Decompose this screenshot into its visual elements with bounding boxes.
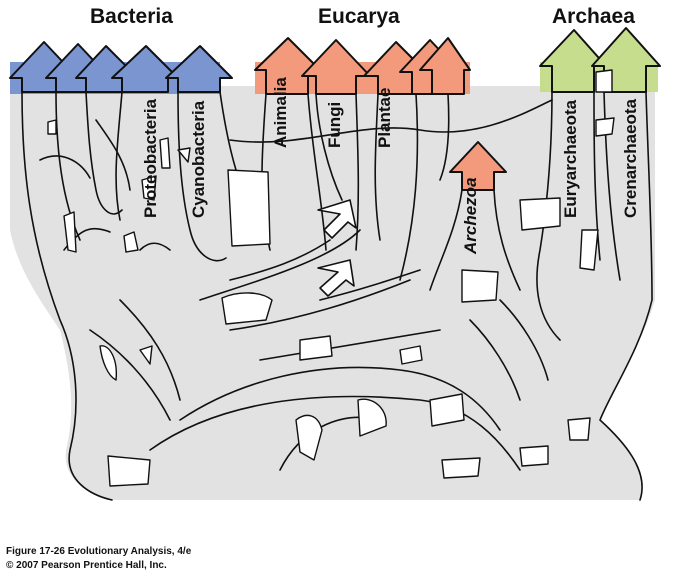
label-plantae: Plantae — [375, 87, 394, 148]
internal-arrows — [317, 199, 357, 297]
label-crenarchaeota: Crenarchaeota — [621, 98, 640, 218]
label-cyanobacteria: Cyanobacteria — [189, 100, 208, 218]
domain-title-eucarya: Eucarya — [318, 5, 400, 28]
eucarya-arrowheads — [254, 37, 507, 191]
bacteria-arrowheads — [9, 41, 233, 93]
label-euryarchaeota: Euryarchaeota — [561, 99, 580, 218]
label-fungi: Fungi — [325, 101, 344, 148]
domain-title-archaea: Archaea — [552, 5, 635, 28]
figure-caption-line-1: Figure 17-26 Evolutionary Analysis, 4/e — [6, 546, 192, 557]
domain-title-bacteria: Bacteria — [90, 5, 173, 28]
gap-windows — [47, 69, 615, 487]
label-proteobacteria: Proteobacteria — [141, 98, 160, 218]
label-animalia: Animalia — [271, 77, 290, 148]
label-archezoa: Archezoa — [461, 177, 480, 254]
figure-caption-line-2: © 2007 Pearson Prentice Hall, Inc. — [6, 560, 167, 571]
